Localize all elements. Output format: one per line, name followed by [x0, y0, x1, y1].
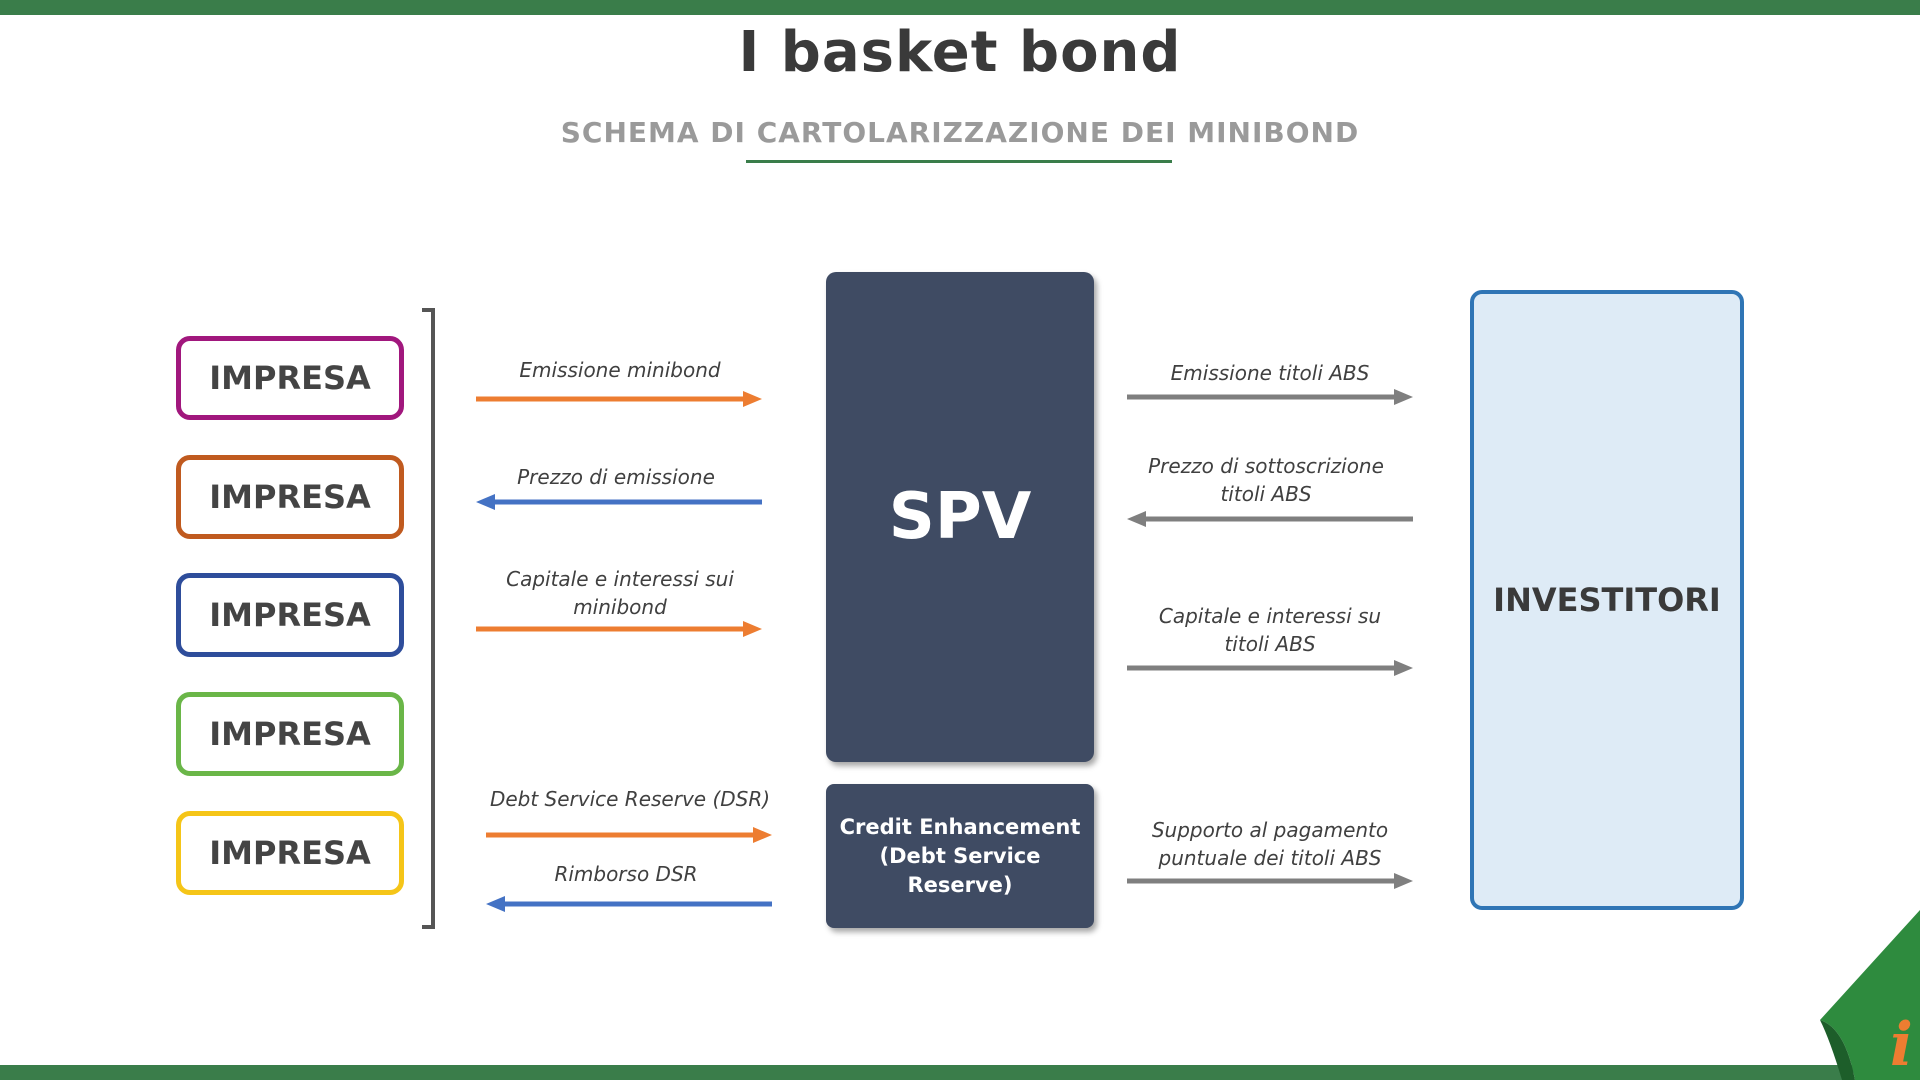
spv-label: SPV — [888, 480, 1032, 554]
label-emission-minibond: Emissione minibond — [519, 358, 721, 382]
label-subscription-price: Prezzo di sottoscrizione titoli ABS — [1123, 452, 1409, 508]
label-emission-price: Prezzo di emissione — [517, 465, 715, 489]
label-capital-minibond-line2: minibond — [573, 595, 667, 619]
label-dsr-refund: Rimborso DSR — [554, 862, 698, 886]
bottom-accent-bar — [0, 1065, 1920, 1080]
label-payment-support: Supporto al pagamento puntuale dei titol… — [1127, 816, 1413, 872]
label-capital-abs-line1: Capitale e interessi su — [1158, 604, 1382, 628]
arrow-emission-minibond — [476, 391, 762, 407]
company-bracket — [422, 308, 435, 929]
arrow-abs-emission — [1127, 389, 1413, 405]
logo-glyph: i — [1890, 1010, 1913, 1080]
arrow-capital-interest-minibond — [476, 621, 762, 637]
credit-enhancement-line1: Credit Enhancement — [839, 814, 1081, 839]
label-capital-abs-line2: titoli ABS — [1224, 632, 1316, 656]
investors-label: INVESTITORI — [1493, 581, 1721, 619]
page-subtitle: SCHEMA DI CARTOLARIZZAZIONE DEI MINIBOND — [560, 116, 1360, 149]
investors-box: INVESTITORI — [1470, 290, 1744, 910]
company-box-5: IMPRESA — [176, 811, 404, 895]
arrow-emission-price — [476, 494, 762, 510]
company-box-1: IMPRESA — [176, 336, 404, 420]
subtitle-underline — [746, 160, 1172, 163]
company-box-3: IMPRESA — [176, 573, 404, 657]
credit-enhancement-box: Credit Enhancement (Debt Service Reserve… — [826, 784, 1094, 928]
label-capital-minibond-line1: Capitale e interessi sui — [506, 567, 734, 591]
label-subscription-line1: Prezzo di sottoscrizione — [1148, 454, 1384, 478]
arrow-subscription-price — [1127, 511, 1413, 527]
top-accent-bar — [0, 0, 1920, 15]
label-support-line2: puntuale dei titoli ABS — [1158, 846, 1382, 870]
spv-box: SPV — [826, 272, 1094, 762]
arrow-payment-support — [1127, 873, 1413, 889]
arrow-dsr-refund — [486, 896, 772, 912]
label-capital-abs: Capitale e interessi su titoli ABS — [1127, 602, 1413, 658]
arrow-capital-interest-abs — [1127, 660, 1413, 676]
arrow-dsr — [486, 827, 772, 843]
label-subscription-line2: titoli ABS — [1220, 482, 1312, 506]
label-support-line1: Supporto al pagamento — [1151, 818, 1389, 842]
company-box-2: IMPRESA — [176, 455, 404, 539]
info-page-curl-icon: i — [1820, 910, 1920, 1080]
label-dsr: Debt Service Reserve (DSR) — [489, 787, 771, 811]
credit-enhancement-line2: (Debt Service Reserve) — [879, 843, 1041, 897]
label-capital-minibond: Capitale e interessi sui minibond — [476, 565, 764, 621]
page-title: I basket bond — [738, 20, 1182, 85]
company-box-4: IMPRESA — [176, 692, 404, 776]
label-abs-emission: Emissione titoli ABS — [1170, 361, 1370, 385]
